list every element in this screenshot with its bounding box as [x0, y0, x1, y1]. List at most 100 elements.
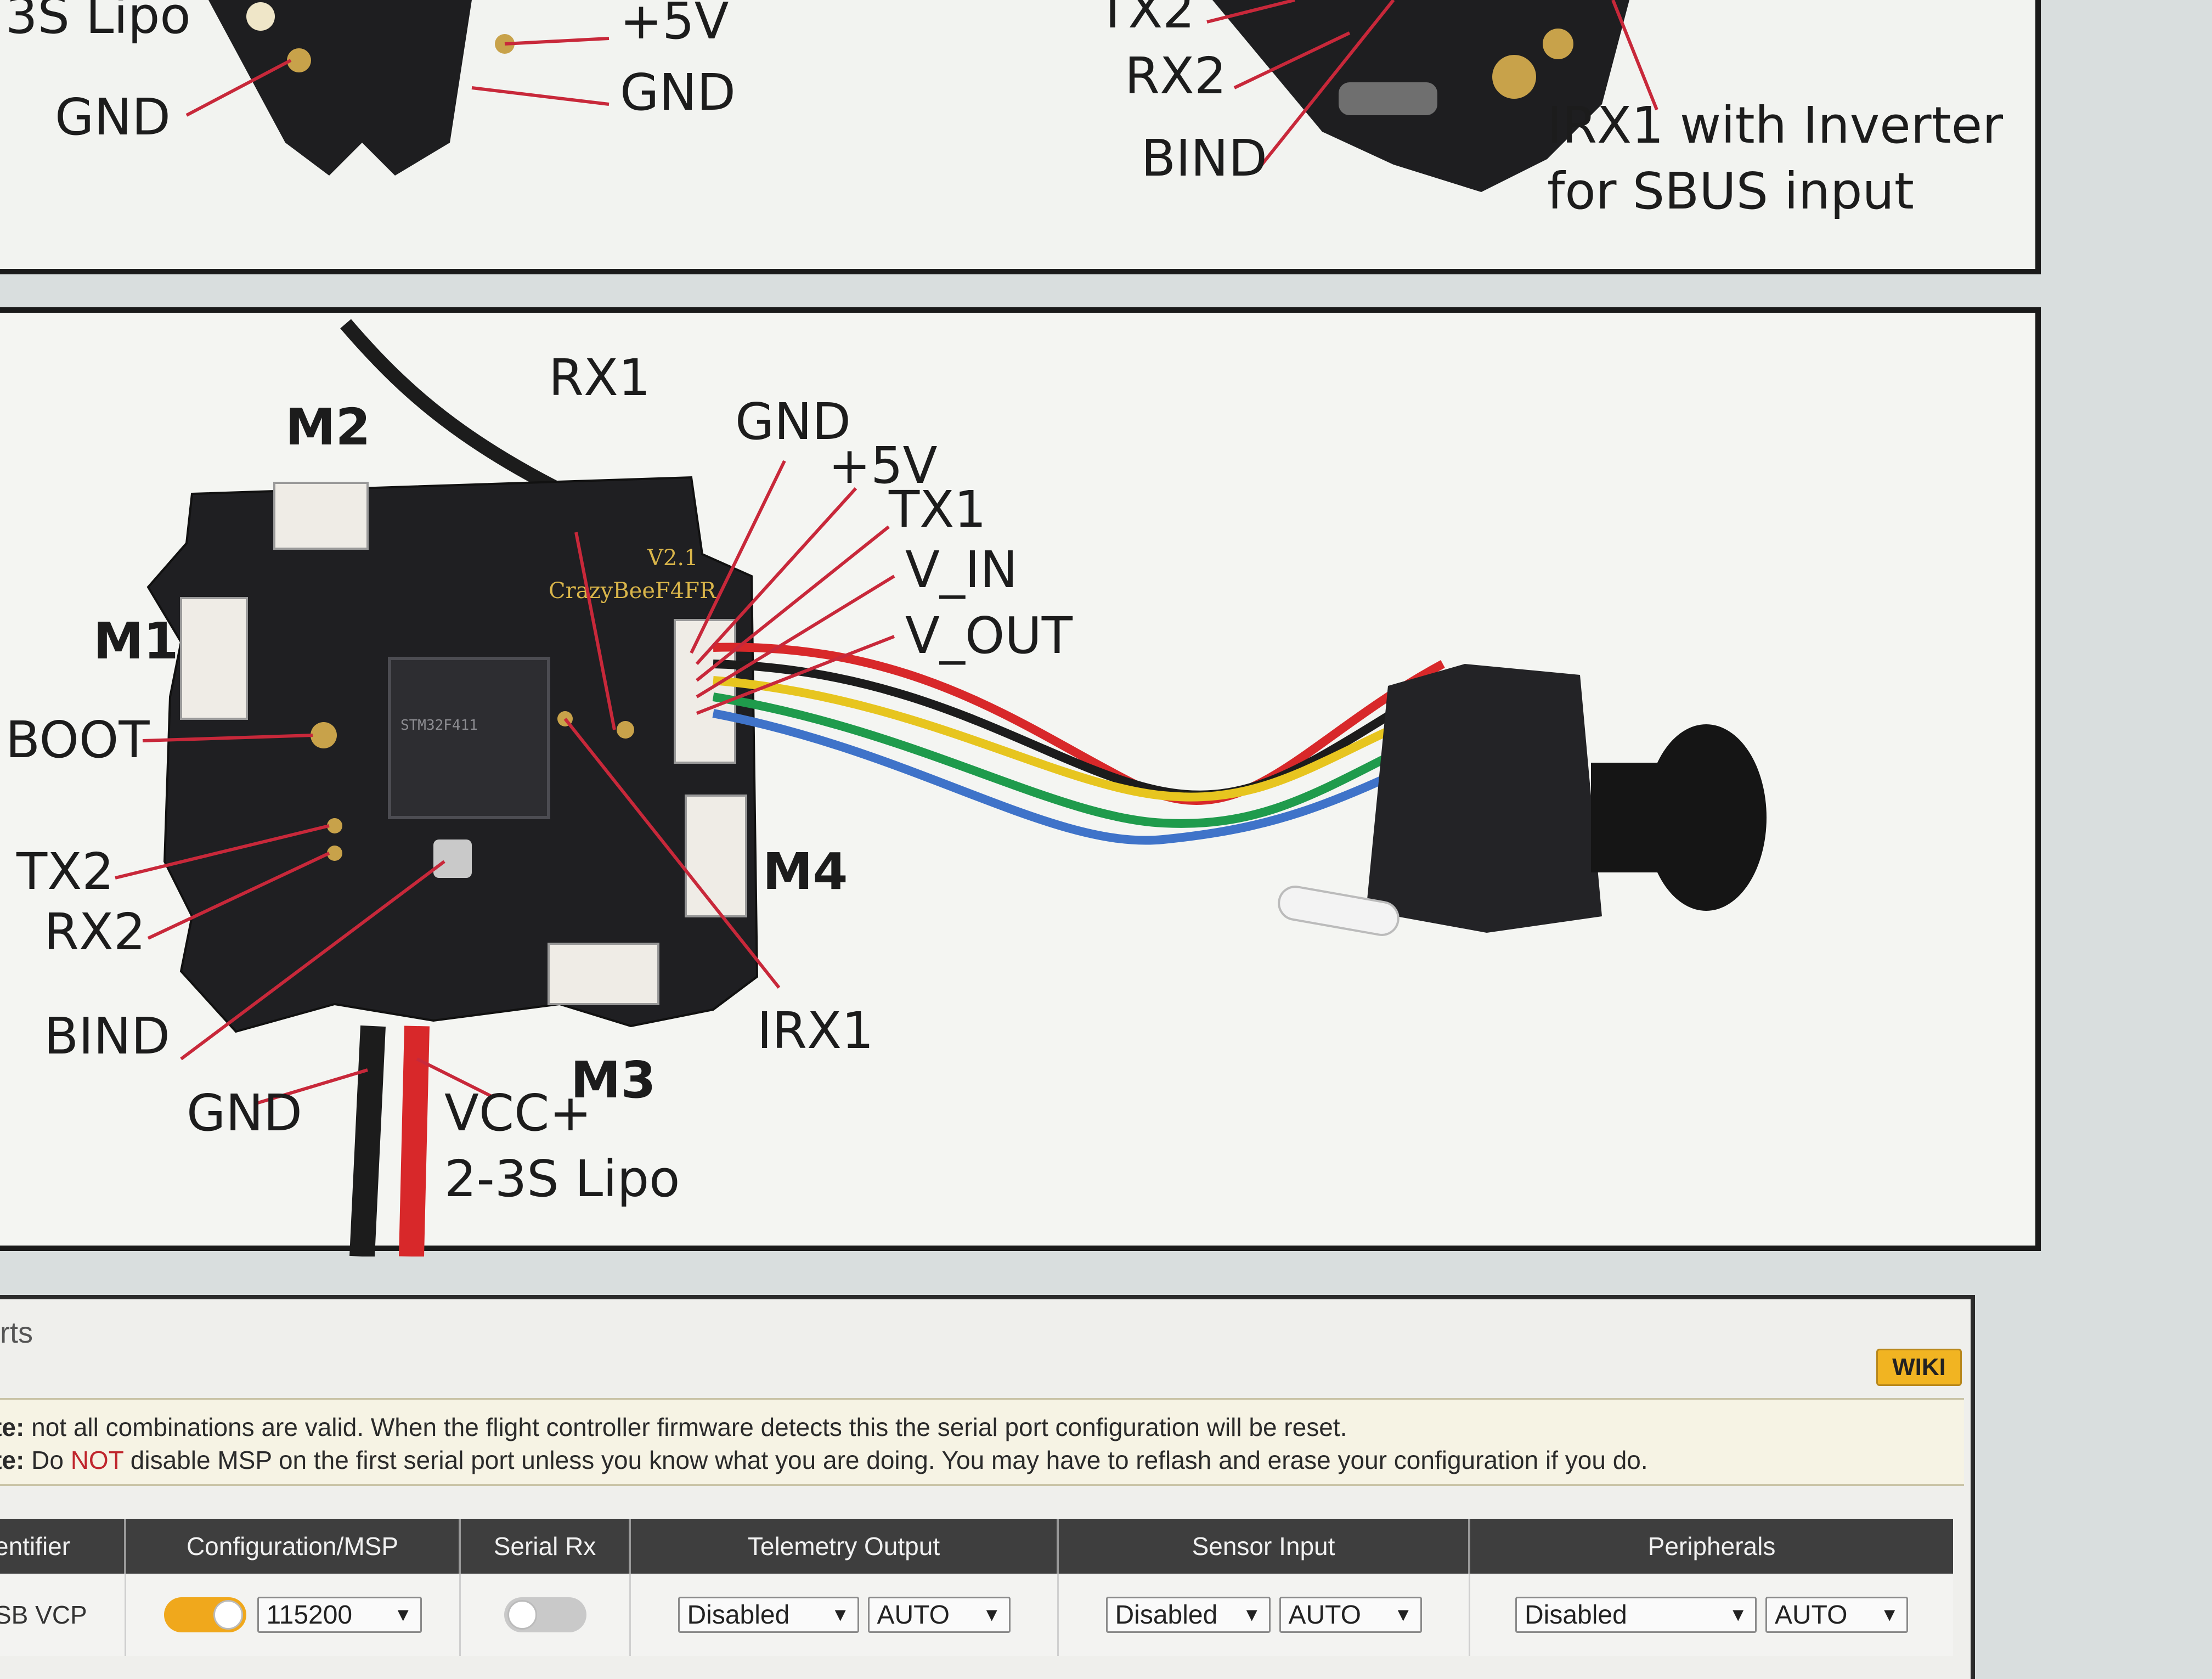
note-2-not: NOT: [70, 1446, 123, 1474]
power-wire-red: [399, 1026, 430, 1257]
label-irx1: IRX1: [757, 1001, 874, 1060]
serial-rx-toggle[interactable]: [504, 1597, 586, 1632]
ports-notes: ote: not all combinations are valid. Whe…: [0, 1398, 1964, 1486]
label-sbus-input: for SBUS input: [1547, 162, 1914, 221]
chevron-down-icon: ▼: [1729, 1604, 1747, 1625]
label-tx1: TX1: [888, 480, 986, 539]
leader-v-out: [696, 635, 895, 715]
chevron-down-icon: ▼: [982, 1604, 1001, 1625]
label-m2: M2: [285, 398, 371, 457]
wire-yellow: [713, 676, 1444, 802]
leader-tx1: [696, 525, 890, 682]
peripherals-baud-select[interactable]: AUTO ▼: [1765, 1597, 1908, 1633]
peripherals-value: Disabled: [1525, 1600, 1627, 1630]
leader-tx2: [115, 824, 330, 880]
peripherals-select[interactable]: Disabled ▼: [1515, 1597, 1757, 1633]
label-v-out: V_OUT: [905, 606, 1073, 665]
top-diagram-panel: 3S Lipo GND +5V GND TX2 RX2 BIND IRX1 wi…: [0, 0, 2041, 274]
telemetry-value: Disabled: [687, 1600, 790, 1630]
label-rx1: RX1: [549, 348, 650, 407]
leader-gnd-bottom: [257, 1068, 368, 1105]
m3-connector: [548, 943, 659, 1005]
ports-table-header: entifier Configuration/MSP Serial Rx Tel…: [0, 1519, 1953, 1574]
note-1-text: not all combinations are valid. When the…: [24, 1413, 1347, 1441]
label-m1: M1: [93, 612, 179, 671]
top-left-pad-2: [287, 48, 311, 72]
label-3s-lipo: 3S Lipo: [5, 0, 191, 45]
label-plus5v-top: +5V: [620, 0, 729, 50]
label-bind: BIND: [44, 1007, 170, 1066]
board-version: V2.1: [647, 545, 698, 571]
row-sensor-cell: Disabled ▼ AUTO▼: [1059, 1574, 1470, 1656]
label-m4: M4: [763, 842, 848, 901]
ports-panel: rts WIKI ote: not all combinations are v…: [0, 1295, 1975, 1679]
bind-button: [433, 840, 472, 878]
label-rx2: RX2: [44, 903, 145, 961]
leader-rx2-top: [1233, 31, 1351, 89]
note-2-prefix: ote:: [0, 1446, 25, 1474]
leader-tx2-top: [1206, 0, 1295, 24]
top-left-pad: [246, 2, 275, 31]
msp-baud-value: 115200: [266, 1600, 353, 1630]
table-row: SB VCP 115200▼ Disabled▼ AUTO▼ Disabled▼…: [0, 1574, 1953, 1656]
chevron-down-icon: ▼: [393, 1604, 413, 1625]
msp-toggle[interactable]: [163, 1597, 246, 1632]
top-right-hole-2: [1543, 29, 1573, 59]
m1-connector: [180, 597, 248, 720]
mcu-chip: [388, 657, 550, 819]
row-msp-cell: 115200 ▼: [126, 1574, 461, 1656]
msp-baud-select[interactable]: 115200 ▼: [257, 1597, 422, 1633]
label-gnd-bottom: GND: [187, 1084, 302, 1142]
sensor-select[interactable]: Disabled ▼: [1105, 1597, 1271, 1633]
chevron-down-icon: ▼: [1242, 1604, 1261, 1625]
tx2-pad: [327, 818, 342, 833]
col-telemetry-output: Telemetry Output: [631, 1519, 1059, 1574]
label-vcc: VCC+: [444, 1084, 592, 1142]
label-rx2-top: RX2: [1125, 47, 1226, 105]
telemetry-baud-select[interactable]: AUTO▼: [867, 1597, 1011, 1633]
label-plus5v: +5V: [828, 436, 938, 495]
chevron-down-icon: ▼: [1880, 1604, 1899, 1625]
leader-vcc: [416, 1057, 495, 1099]
telemetry-select[interactable]: Disabled▼: [678, 1597, 859, 1633]
col-serial-rx: Serial Rx: [461, 1519, 631, 1574]
note-line-2: ote: Do NOT disable MSP on the first ser…: [0, 1444, 1964, 1477]
label-gnd-top: GND: [735, 392, 851, 451]
board-name: CrazyBeeF4FR: [549, 578, 717, 604]
note-1-prefix: ote:: [0, 1413, 25, 1441]
wire-green: [712, 692, 1445, 828]
leader-5v: [504, 37, 610, 46]
label-boot: BOOT: [5, 711, 150, 769]
leader-rx1: [574, 532, 616, 730]
sensor-baud-select[interactable]: AUTO▼: [1279, 1597, 1422, 1633]
leader-bind-top: [1260, 0, 1395, 166]
sensor-value: Disabled: [1115, 1600, 1218, 1630]
leader-boot: [142, 734, 313, 742]
leader-gnd: [690, 460, 786, 654]
top-right-hole: [1492, 55, 1536, 99]
label-irx1-inverter: IRX1 with Inverter: [1547, 96, 2003, 155]
leader-gnd-mid: [471, 86, 610, 106]
serial-rx-toggle-knob: [507, 1600, 537, 1630]
camera-lens-mount: [1591, 763, 1668, 872]
leader-irx1: [563, 718, 781, 989]
top-left-board: [208, 0, 472, 176]
wiki-button[interactable]: WIKI: [1876, 1349, 1962, 1386]
peripherals-baud-value: AUTO: [1775, 1600, 1848, 1630]
label-m3: M3: [571, 1051, 656, 1109]
wire-blue: [712, 709, 1445, 845]
col-configuration-msp: Configuration/MSP: [126, 1519, 461, 1574]
leader-bind: [180, 860, 445, 1061]
camera-antenna-tube: [1278, 886, 1400, 936]
svg-text:STM32F411: STM32F411: [400, 717, 478, 734]
leader-gnd-left: [185, 59, 292, 117]
boot-pad: [311, 722, 337, 748]
top-diagram-svg: 3S Lipo GND +5V GND TX2 RX2 BIND IRX1 wi…: [5, 0, 2003, 221]
label-lipo: 2-3S Lipo: [444, 1150, 680, 1208]
top-right-usb: [1339, 82, 1437, 115]
label-v-in: V_IN: [905, 540, 1018, 599]
leader-irx1-top: [1611, 0, 1658, 111]
wire-black: [713, 660, 1440, 799]
m4-connector: [685, 795, 747, 917]
rx1-pad: [617, 721, 634, 739]
